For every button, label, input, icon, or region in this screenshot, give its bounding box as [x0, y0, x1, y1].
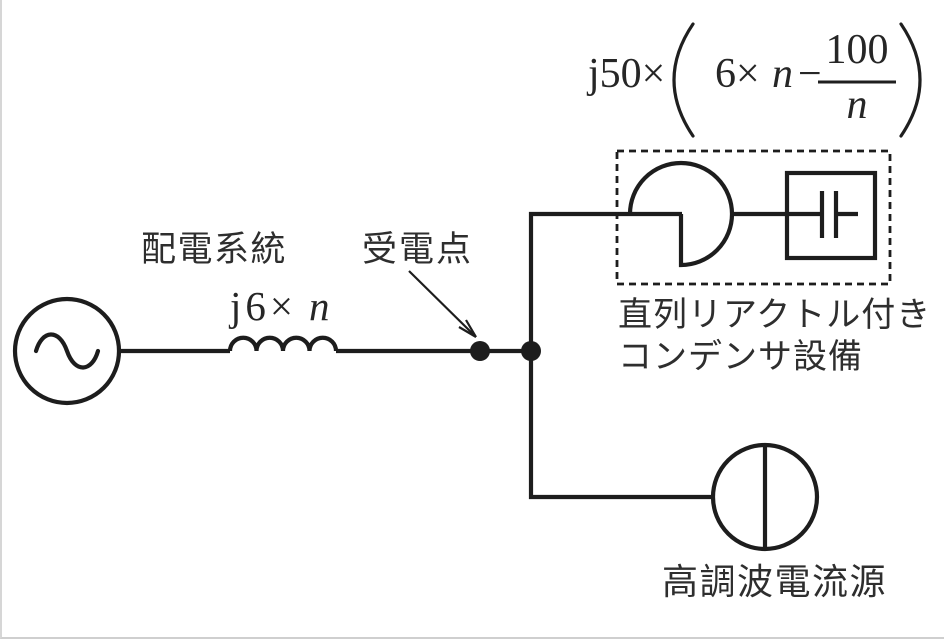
distribution-system-label: 配電系統	[141, 230, 287, 269]
harmonic-current-source-symbol	[710, 442, 820, 552]
inductor-coil	[227, 335, 339, 352]
arrowhead-icon	[458, 319, 477, 338]
receiving-point-dot	[470, 341, 490, 361]
arrow-line	[408, 270, 477, 338]
close-paren	[899, 22, 922, 138]
ac-source-symbol	[12, 296, 122, 406]
reactance-formula: j50× 6× n − 100 n	[586, 22, 922, 138]
receiving-point-arrow	[408, 270, 477, 338]
reactor-arc	[627, 160, 735, 268]
line-impedance-variable: n	[309, 283, 330, 329]
reactor-symbol	[627, 160, 735, 268]
sine-wave-icon	[33, 332, 101, 370]
bus-junction-dot	[521, 341, 541, 361]
harmonic-current-source-label: 高調波電流源	[662, 562, 887, 602]
receiving-point-label: 受電点	[362, 230, 473, 269]
reactor-capacitor-label-line2: コンデンサ設備	[618, 338, 863, 376]
capacitor-box	[784, 170, 878, 261]
dashed-enclosure	[615, 149, 892, 286]
formula-numerator: 100	[826, 27, 889, 73]
line-impedance-label: j6× n	[228, 283, 330, 329]
capacitor-symbol	[784, 170, 878, 261]
open-paren	[672, 22, 695, 138]
formula-minus: −	[798, 51, 822, 97]
capacitor-plates	[819, 191, 839, 238]
formula-term: 6×	[715, 51, 760, 97]
reactor-capacitor-label-line1: 直列リアクトル付き	[618, 296, 931, 334]
formula-prefix: j50×	[586, 51, 665, 97]
line-impedance-prefix: j6×	[228, 283, 297, 329]
formula-variable: n	[772, 51, 793, 97]
formula-denominator: n	[847, 82, 868, 128]
